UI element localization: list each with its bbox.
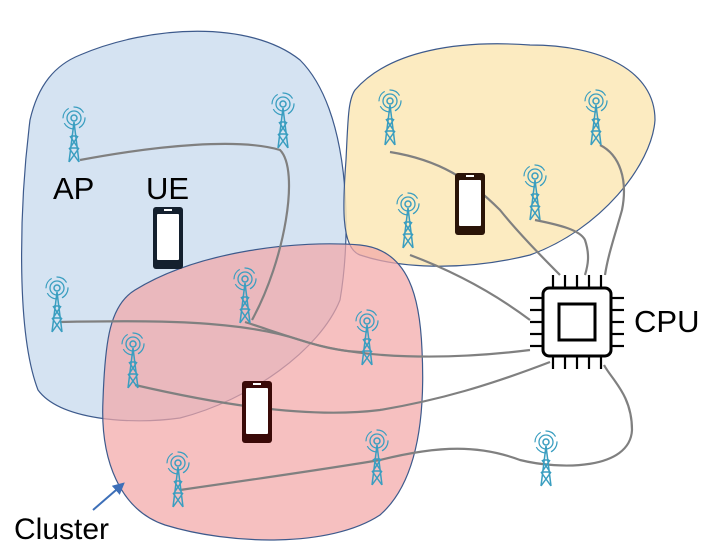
link-ap11-cpu [599,144,626,276]
ue-label: UE [146,171,190,206]
link-ap1-ap2 [79,142,291,321]
cluster-label: Cluster [14,513,110,546]
cluster-pointer-arrow [92,482,125,511]
smartphone-icon [242,381,272,443]
smartphone-icon [455,173,485,235]
cpu-chip-icon [530,275,624,369]
cpu-label: CPU [634,304,700,339]
ap-label: AP [53,171,95,206]
link-ap4-ap5 [244,320,366,354]
link-ap7-cpu [179,364,634,492]
cluster-yellow [343,43,656,267]
antenna-tower-icon [534,430,558,487]
link-ap10-cpu [534,218,590,276]
link-ap8-cpu [389,150,561,276]
smartphone-icon [153,207,183,269]
link-ap9-cpu [409,253,531,321]
link-ap6-cpu [134,360,551,414]
fronthaul-links [59,142,634,492]
